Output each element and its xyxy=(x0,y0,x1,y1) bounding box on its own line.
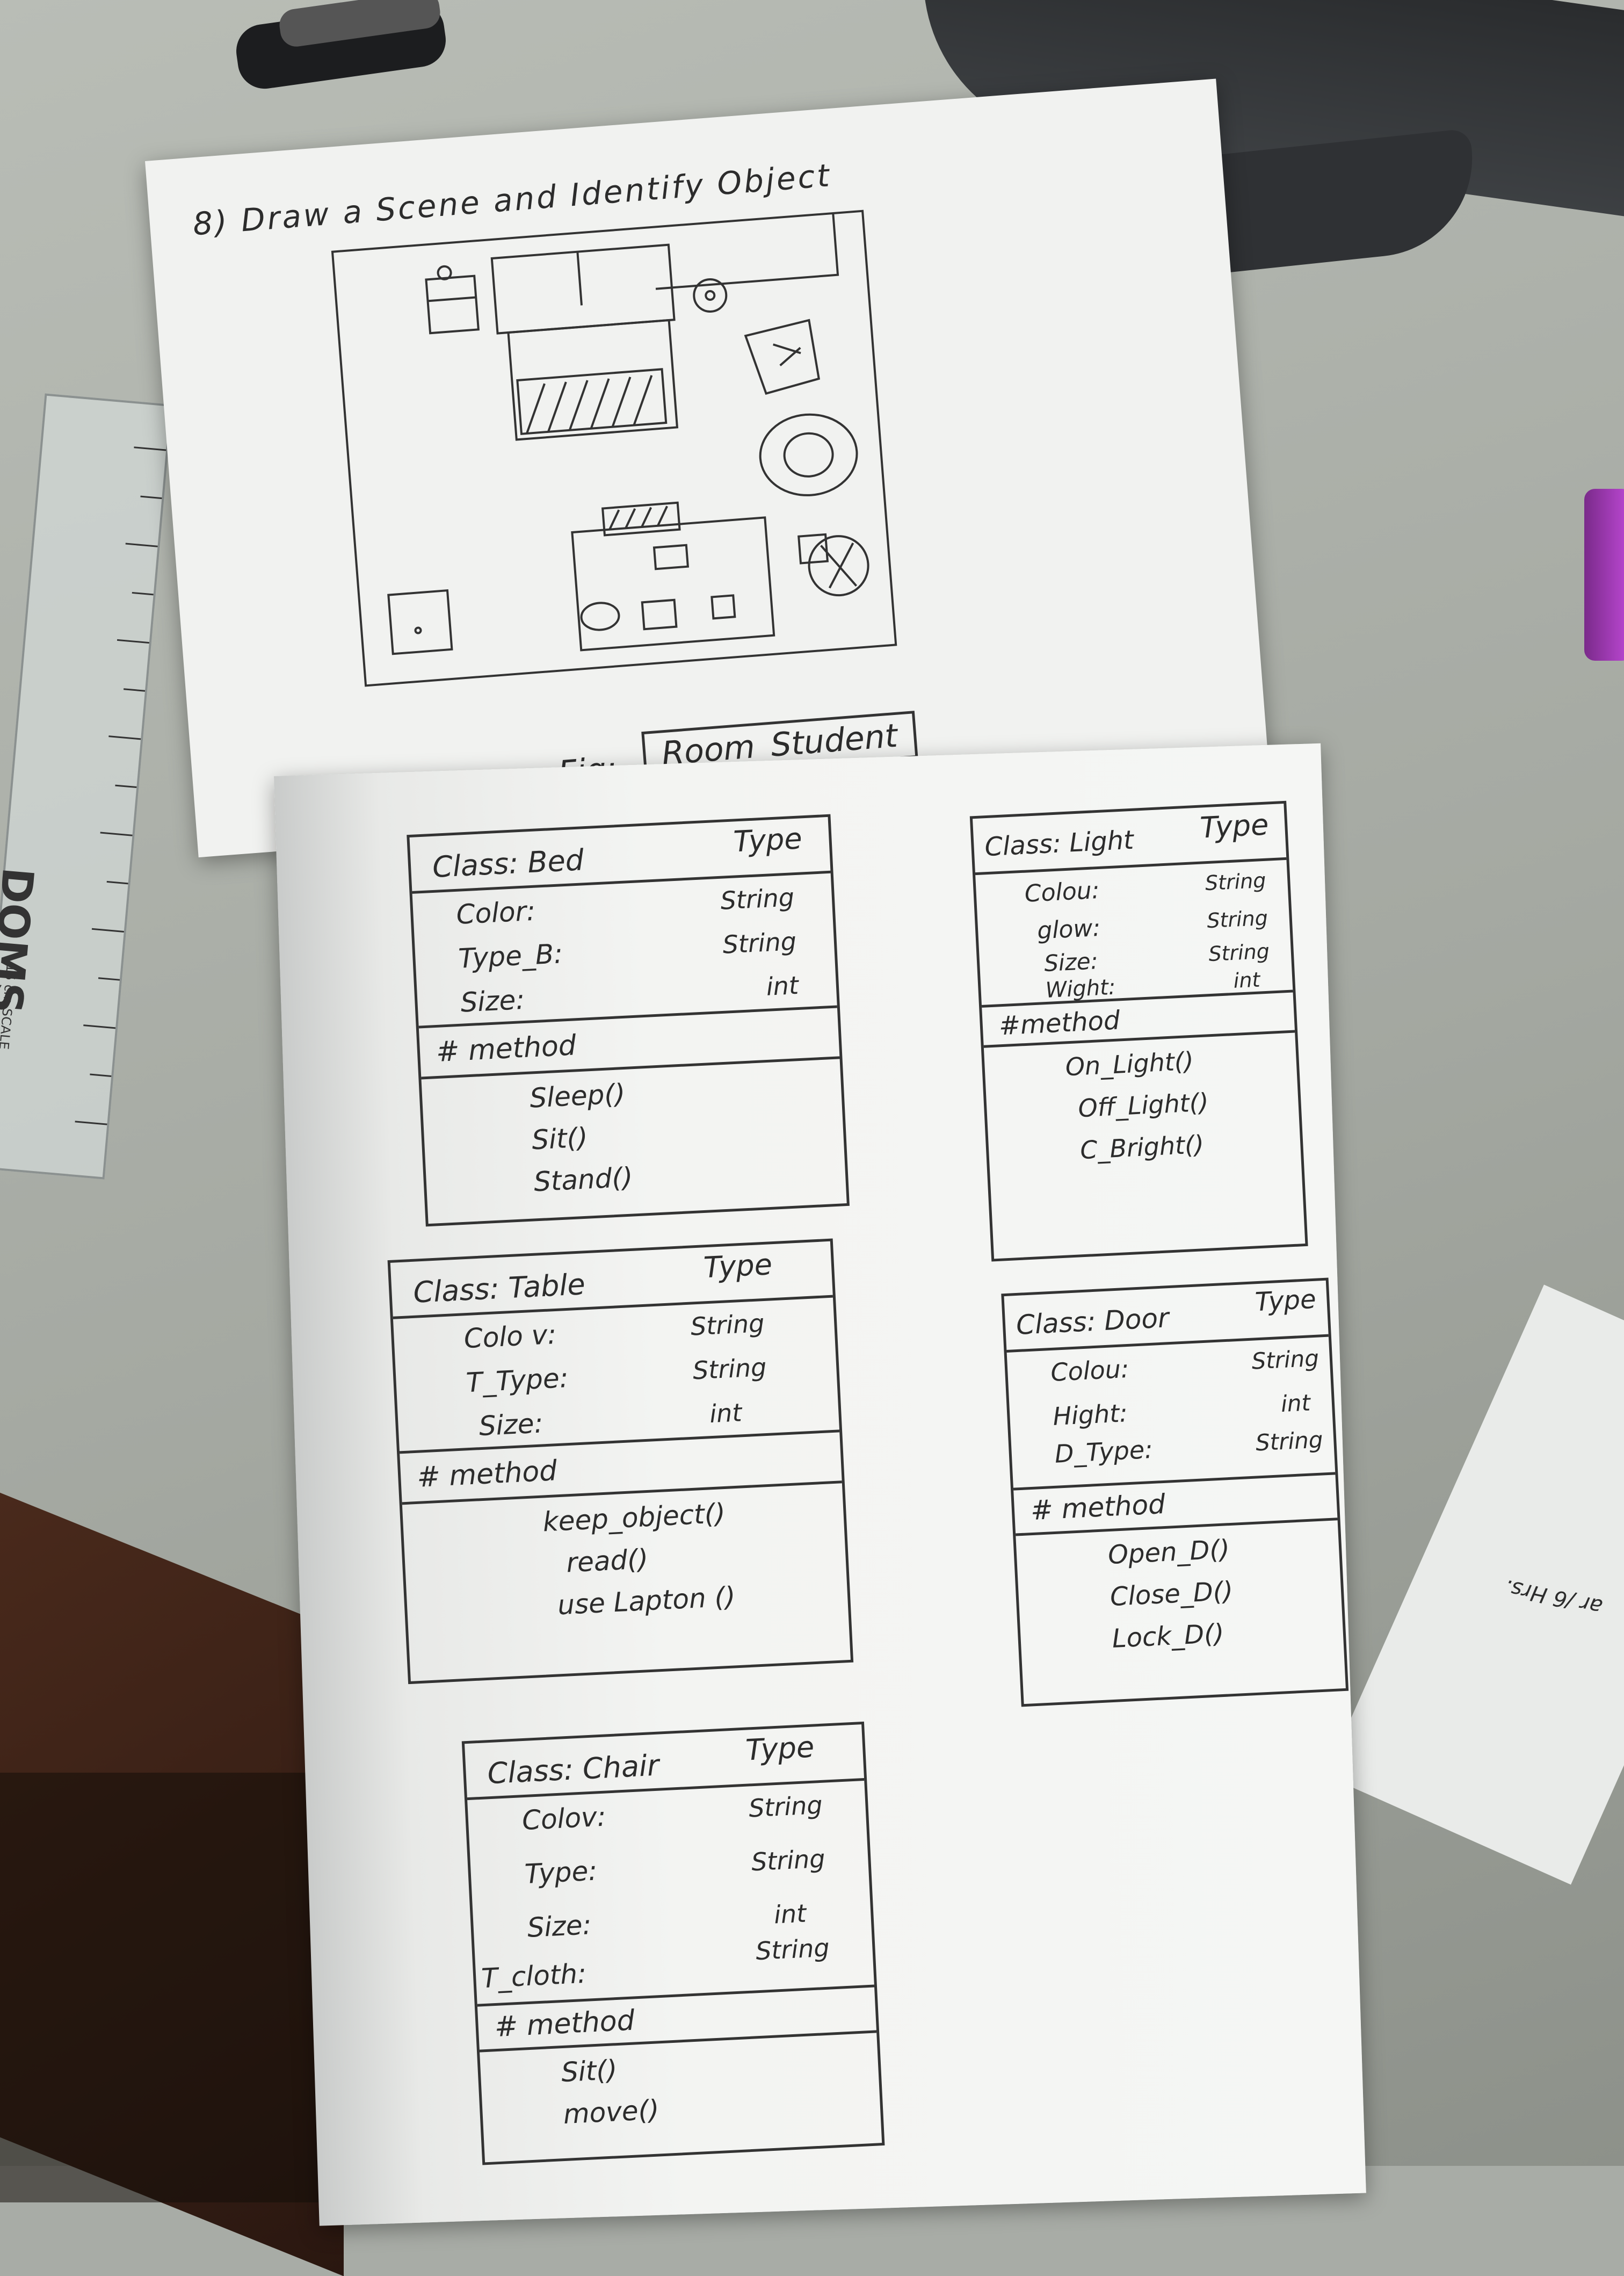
class-door-box: Class: Door Type Colou: String Hight: in… xyxy=(1001,1277,1349,1707)
class-chair-type-header: Type xyxy=(744,1730,815,1767)
class-light-name: Class: Light xyxy=(984,825,1135,863)
attribute-name: D_Type: xyxy=(1054,1434,1154,1469)
attribute-type: int xyxy=(1280,1389,1311,1418)
attribute-name: Type: xyxy=(524,1855,598,1890)
attribute-type: String xyxy=(690,1309,765,1341)
method-title: # method xyxy=(416,1455,558,1494)
attribute-type: int xyxy=(765,970,800,1001)
class-light-attributes: Colou: String glow: String Size: String … xyxy=(975,859,1293,1008)
class-chair-methods: Sit() move() xyxy=(480,2033,881,2144)
attribute-type: String xyxy=(750,1844,826,1877)
class-diagram-paper: Class: Bed Type Color: String Type_B: St… xyxy=(274,743,1366,2226)
class-light-box: Class: Light Type Colou: String glow: St… xyxy=(969,800,1308,1262)
class-bed-name: Class: Bed xyxy=(431,843,585,884)
class-light-methods: On_Light() Off_Light() C_Bright() xyxy=(984,1032,1302,1182)
class-door-name: Class: Door xyxy=(1015,1302,1170,1341)
class-table-type-header: Type xyxy=(702,1247,773,1285)
attribute-type: String xyxy=(755,1933,830,1966)
class-chair-attributes: Colov: String Type: String Size: int T_c… xyxy=(467,1780,875,2007)
attribute-name: Colov: xyxy=(521,1801,607,1837)
attribute-type: int xyxy=(773,1898,807,1930)
method-title: # method xyxy=(435,1029,577,1069)
attribute-name: Wight: xyxy=(1045,974,1116,1003)
attribute-name: Hight: xyxy=(1052,1398,1128,1431)
class-table-name: Class: Table xyxy=(412,1267,586,1310)
method-title: # method xyxy=(494,2004,635,2044)
class-bed-methods: Sleep() Sit() Stand() xyxy=(422,1059,846,1213)
attribute-name: T_cloth: xyxy=(480,1957,588,1995)
class-table-methods: keep_object() read() use Lapton () xyxy=(402,1483,849,1639)
class-bed-box: Class: Bed Type Color: String Type_B: St… xyxy=(407,814,850,1227)
attribute-type: String xyxy=(720,883,795,915)
attribute-type: String xyxy=(748,1790,823,1823)
class-light-type-header: Type xyxy=(1199,807,1270,845)
attribute-name: Color: xyxy=(455,895,536,930)
class-chair-box: Class: Chair Type Colov: String Type: St… xyxy=(461,1721,885,2165)
attribute-type: String xyxy=(1204,868,1267,895)
room-drawing xyxy=(331,209,897,687)
attribute-type: String xyxy=(1206,906,1268,933)
attribute-name: Colou: xyxy=(1050,1354,1130,1387)
class-door-methods: Open_D() Close_D() Lock_D() xyxy=(1016,1520,1344,1670)
attribute-name: T_Type: xyxy=(465,1362,569,1399)
class-bed-attributes: Color: String Type_B: String Size: int xyxy=(412,873,837,1029)
attribute-name: Colou: xyxy=(1024,876,1100,908)
attribute-name: Type_B: xyxy=(458,938,564,974)
purple-object xyxy=(1584,489,1624,661)
class-door-attributes: Colou: String Hight: int D_Type: String xyxy=(1006,1336,1336,1491)
class-bed-type-header: Type xyxy=(733,821,803,859)
class-table-box: Class: Table Type Colo v: String T_Type:… xyxy=(387,1238,854,1685)
attribute-type: String xyxy=(1251,1345,1320,1375)
attribute-type: String xyxy=(1255,1426,1324,1456)
method-title: #method xyxy=(998,1005,1121,1042)
class-table-attributes: Colo v: String T_Type: String Size: int xyxy=(393,1297,840,1454)
attribute-type: int xyxy=(1233,967,1261,993)
attribute-type: String xyxy=(722,927,798,959)
class-chair-name: Class: Chair xyxy=(487,1748,660,1791)
class-door-type-header: Type xyxy=(1254,1284,1317,1318)
attribute-name: Size: xyxy=(526,1909,592,1943)
attribute-type: String xyxy=(692,1352,767,1385)
scene-paper: 8) Draw a Scene and Identify Object xyxy=(145,78,1270,858)
method-title: # method xyxy=(1030,1488,1166,1527)
attribute-name: Size: xyxy=(478,1407,544,1442)
attribute-type: int xyxy=(708,1398,743,1429)
attribute-name: Size: xyxy=(460,984,526,1018)
attribute-name: Colo v: xyxy=(463,1318,557,1355)
